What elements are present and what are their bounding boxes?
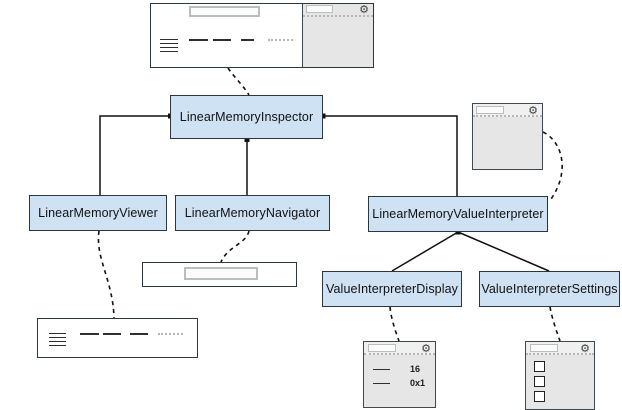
endpoint-marker — [455, 229, 461, 235]
navigator-ui-sketch — [142, 262, 297, 287]
panel-input-sketch — [476, 106, 504, 114]
node-label: ValueInterpreterDisplay — [326, 282, 458, 296]
panel-header: ⚙ — [364, 342, 435, 355]
hex-bytes-sketch — [130, 333, 148, 335]
edge-valueinterpreter-settings — [457, 231, 550, 272]
endpoint-marker — [320, 113, 326, 119]
node-label: ValueInterpreterSettings — [481, 282, 618, 296]
node-label: LinearMemoryInspector — [179, 110, 314, 124]
dashed-link-viewer-sketch — [97, 230, 115, 319]
display-ui-sketch: ⚙ 16 0x1 — [363, 341, 436, 408]
panel-input-sketch — [530, 344, 558, 352]
checkbox-icon — [534, 376, 545, 387]
hex-bytes-sketch — [241, 39, 254, 41]
hex-bytes-sketch — [189, 39, 208, 41]
edge-inspector-viewer — [99, 115, 170, 195]
endpoint-marker — [244, 137, 250, 142]
hex-bytes-sketch — [213, 39, 231, 41]
address-input-sketch — [184, 267, 258, 280]
hamburger-lines-icon — [49, 333, 66, 349]
gear-icon: ⚙ — [359, 3, 369, 16]
node-label: LinearMemoryValueInterpreter — [372, 207, 544, 221]
node-label: LinearMemoryNavigator — [184, 206, 321, 220]
address-input-sketch — [189, 6, 260, 17]
settings-ui-sketch: ⚙ — [525, 341, 595, 410]
hamburger-lines-icon — [160, 39, 178, 55]
node-label: LinearMemoryViewer — [38, 206, 158, 220]
dashed-link-valueinterpreter-sketch — [542, 131, 563, 200]
dashed-link-display-sketch — [389, 306, 400, 342]
checkbox-icon — [534, 391, 545, 402]
interpreted-value-row: 16 — [373, 364, 420, 374]
dashed-link-navigator-sketch — [220, 230, 250, 263]
node-value-interpreter-settings: ValueInterpreterSettings — [479, 271, 620, 307]
value-interpreter-ui-sketch: ⚙ — [472, 103, 543, 170]
viewer-ui-sketch — [37, 318, 198, 358]
hex-bytes-sketch — [80, 333, 99, 335]
panel-separator — [303, 14, 373, 17]
node-linear-memory-inspector: LinearMemoryInspector — [170, 95, 323, 139]
panel-header: ⚙ — [473, 104, 542, 117]
value-text: 16 — [410, 364, 421, 374]
value-type-line — [373, 368, 390, 370]
edge-inspector-valueinterpreter — [323, 115, 458, 196]
hex-bytes-sketch — [103, 333, 121, 335]
interpreted-value-row: 0x1 — [373, 378, 425, 388]
dashed-link-inspector-sketch — [227, 67, 250, 96]
node-linear-memory-viewer: LinearMemoryViewer — [29, 195, 167, 231]
side-panel-sketch: ⚙ — [302, 4, 373, 67]
inspector-ui-sketch: ⚙ — [150, 3, 374, 68]
gear-icon: ⚙ — [421, 342, 431, 355]
edge-valueinterpreter-display — [391, 231, 459, 272]
dashed-link-settings-sketch — [549, 306, 561, 342]
value-type-line — [373, 382, 390, 384]
node-linear-memory-value-interpreter: LinearMemoryValueInterpreter — [368, 196, 548, 232]
ascii-column-sketch — [268, 39, 293, 41]
panel-header: ⚙ — [526, 342, 594, 355]
node-value-interpreter-display: ValueInterpreterDisplay — [322, 271, 462, 307]
ascii-column-sketch — [158, 333, 183, 335]
panel-input-sketch — [306, 5, 333, 13]
value-text: 0x1 — [410, 378, 426, 388]
gear-icon: ⚙ — [580, 342, 590, 355]
checkbox-icon — [534, 361, 545, 372]
node-linear-memory-navigator: LinearMemoryNavigator — [175, 195, 330, 231]
panel-input-sketch — [368, 344, 396, 352]
gear-icon: ⚙ — [528, 104, 538, 117]
